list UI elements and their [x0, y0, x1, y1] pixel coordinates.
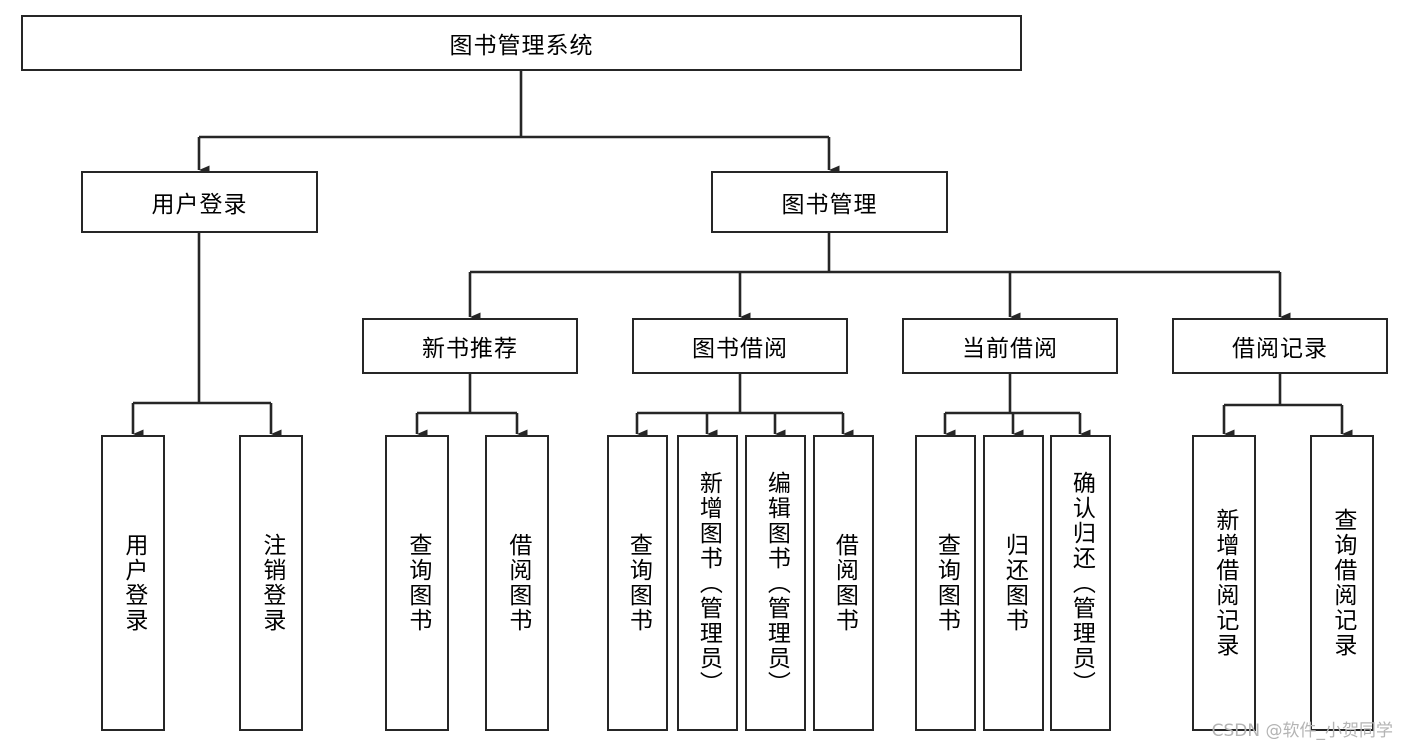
- node-leaf-8-label: 借阅图书: [831, 533, 858, 633]
- node-leaf-2-label: 注销登录: [258, 533, 285, 633]
- node-leaf-10-label: 归还图书: [1001, 533, 1028, 633]
- node-leaf-3[interactable]: 查询图书: [385, 435, 449, 731]
- node-leaf-5[interactable]: 查询图书: [607, 435, 668, 731]
- node-level2-2[interactable]: 图书管理: [711, 171, 948, 233]
- node-root-label: 图书管理系统: [449, 33, 594, 59]
- node-level3-3-label: 当前借阅: [962, 336, 1058, 362]
- node-leaf-6[interactable]: 新增图书（管理员）: [677, 435, 738, 731]
- node-level3-2-label: 图书借阅: [692, 336, 788, 362]
- node-level3-4-label: 借阅记录: [1232, 336, 1328, 362]
- node-leaf-12[interactable]: 新增借阅记录: [1192, 435, 1256, 731]
- node-leaf-5-label: 查询图书: [625, 533, 652, 633]
- node-leaf-7[interactable]: 编辑图书（管理员）: [745, 435, 806, 731]
- node-leaf-4-label: 借阅图书: [504, 533, 531, 633]
- connector-lines: [131, 71, 1353, 439]
- node-leaf-11-label: 确认归还（管理员）: [1068, 470, 1095, 696]
- node-leaf-8[interactable]: 借阅图书: [813, 435, 874, 731]
- node-leaf-7-label: 编辑图书（管理员）: [763, 470, 790, 696]
- node-leaf-4[interactable]: 借阅图书: [485, 435, 549, 731]
- node-leaf-1[interactable]: 用户登录: [101, 435, 165, 731]
- node-leaf-9[interactable]: 查询图书: [915, 435, 976, 731]
- node-leaf-12-label: 新增借阅记录: [1211, 508, 1238, 658]
- node-leaf-6-label: 新增图书（管理员）: [695, 470, 722, 696]
- node-level3-3[interactable]: 当前借阅: [902, 318, 1118, 374]
- node-level2-1[interactable]: 用户登录: [81, 171, 318, 233]
- node-level2-1-label: 用户登录: [151, 192, 248, 218]
- node-leaf-1-label: 用户登录: [120, 533, 147, 633]
- node-leaf-3-label: 查询图书: [404, 533, 431, 633]
- node-level3-2[interactable]: 图书借阅: [632, 318, 848, 374]
- node-level3-1-label: 新书推荐: [422, 336, 518, 362]
- node-level3-4[interactable]: 借阅记录: [1172, 318, 1388, 374]
- node-level2-2-label: 图书管理: [781, 192, 878, 218]
- node-root[interactable]: 图书管理系统: [21, 15, 1022, 71]
- node-leaf-10[interactable]: 归还图书: [983, 435, 1044, 731]
- node-leaf-2[interactable]: 注销登录: [239, 435, 303, 731]
- node-level3-1[interactable]: 新书推荐: [362, 318, 578, 374]
- node-leaf-11[interactable]: 确认归还（管理员）: [1050, 435, 1111, 731]
- node-leaf-13[interactable]: 查询借阅记录: [1310, 435, 1374, 731]
- node-leaf-13-label: 查询借阅记录: [1329, 508, 1356, 658]
- node-leaf-9-label: 查询图书: [933, 533, 960, 633]
